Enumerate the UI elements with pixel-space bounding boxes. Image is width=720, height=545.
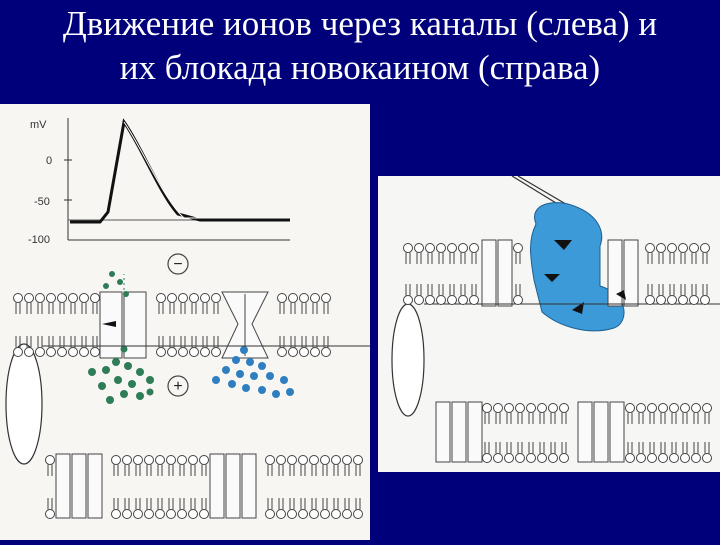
- slide-title-line-2: их блокада новокаином (справа): [119, 48, 601, 87]
- lipid-row: [45, 498, 363, 519]
- blocked-channel: [481, 239, 639, 314]
- graph-tick-minus-100: -100: [28, 234, 50, 246]
- graph-tick-0: 0: [46, 155, 52, 167]
- sodium-ions: [88, 271, 154, 404]
- lower-channels: [55, 453, 257, 519]
- slide-title-line-1: Движение ионов через каналы (слева) и: [62, 4, 658, 43]
- potassium-ions: [212, 346, 294, 398]
- plus-circle-icon: +: [167, 375, 189, 397]
- minus-circle-icon: −: [167, 253, 189, 275]
- channel-blocker-mark-left: [102, 321, 116, 327]
- minus-sign: −: [173, 256, 182, 273]
- graph-unit-label: mV: [30, 119, 47, 131]
- action-potential-graph: mV 0 -50 -100: [28, 118, 290, 246]
- cell-oval-right: [391, 303, 425, 417]
- lipid-row: [13, 336, 331, 357]
- cell-oval: [5, 343, 43, 465]
- right-panel: [378, 175, 720, 472]
- right-diagram: [391, 175, 720, 463]
- slide-title: Движение ионов через каналы (слева) и их…: [0, 2, 720, 90]
- lipid-row: [482, 442, 712, 463]
- lipid-row: [403, 243, 710, 264]
- lower-channels-right: [435, 401, 625, 463]
- plus-sign: +: [173, 378, 182, 395]
- lipid-row: [13, 293, 331, 314]
- action-potential-curve: [70, 118, 290, 224]
- lipid-row: [482, 403, 712, 424]
- lipid-row: [403, 284, 710, 305]
- left-panel: mV 0 -50 -100 −: [0, 104, 370, 540]
- novocaine-blob: [530, 202, 625, 332]
- left-diagram: mV 0 -50 -100 −: [5, 118, 370, 519]
- graph-tick-minus-50: -50: [34, 196, 50, 208]
- sodium-channel-left: [99, 274, 147, 359]
- potassium-channel: [221, 291, 269, 359]
- lipid-row: [45, 455, 363, 476]
